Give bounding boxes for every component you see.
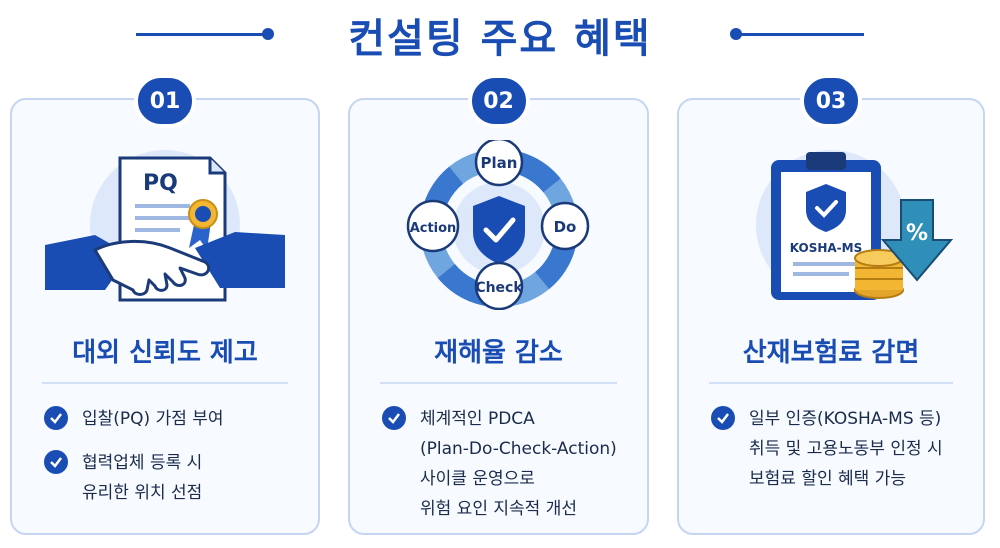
list-item: 일부 인증(KOSHA-MS 등) 취득 및 고용노동부 인정 시 보험료 할인… — [711, 404, 967, 494]
list-item: 입찰(PQ) 가점 부여 — [44, 404, 302, 434]
clipboard-icon: KOSHA-MS — [771, 152, 881, 300]
benefit-list: 체계적인 PDCA (Plan-Do-Check-Action) 사이클 운영으… — [382, 404, 631, 538]
cycle-step-do: Do — [553, 218, 576, 236]
document-handshake-icon: PQ — [45, 156, 285, 302]
list-item-text: 협력업체 등록 시 유리한 위치 선점 — [82, 453, 203, 503]
card-title: 산재보험료 감면 — [742, 338, 920, 368]
header: 컨설팅 주요 혜택 — [0, 0, 1000, 70]
check-icon — [711, 406, 735, 430]
list-item-text: 체계적인 PDCA (Plan-Do-Check-Action) 사이클 운영으… — [420, 409, 617, 519]
cycle-step-plan: Plan — [480, 154, 517, 172]
card-divider — [42, 382, 288, 384]
shield-check-icon — [472, 196, 525, 264]
cycle-step-check: Check — [475, 280, 523, 296]
benefit-card-1: 01 PQ 대외 신뢰도 제고 — [10, 74, 320, 535]
list-item-text: 입찰(PQ) 가점 부여 — [82, 409, 224, 429]
card-divider — [380, 382, 617, 384]
page-title: 컨설팅 주요 혜택 — [348, 16, 652, 62]
list-item: 체계적인 PDCA (Plan-Do-Check-Action) 사이클 운영으… — [382, 404, 631, 524]
card-number-badge: 02 — [467, 74, 530, 128]
check-icon — [44, 406, 68, 430]
handshake-icon — [45, 232, 285, 296]
check-icon — [44, 450, 68, 474]
card-illustration: KOSHA-MS % — [701, 140, 961, 310]
down-arrow-percent-icon: % — [880, 199, 954, 282]
cycle-step-action: Action — [409, 221, 456, 236]
benefit-card-2: 02 Plan Do Check Action 재해율 감소 — [348, 74, 649, 538]
card-number-badge: 03 — [800, 74, 862, 128]
title-decor-line-right — [734, 33, 864, 36]
benefit-card-3: 03 KOSHA-MS — [677, 74, 985, 535]
card-illustration: Plan Do Check Action — [369, 140, 629, 310]
title-decor-dot-left — [262, 28, 274, 40]
clipboard-coins-icon: KOSHA-MS % — [771, 152, 954, 300]
percent-label: % — [906, 221, 928, 246]
check-icon — [382, 406, 406, 430]
card-divider — [709, 382, 953, 384]
doc-label: PQ — [143, 171, 178, 196]
clipboard-label: KOSHA-MS — [790, 241, 863, 255]
list-item-text: 일부 인증(KOSHA-MS 등) 취득 및 고용노동부 인정 시 보험료 할인… — [749, 409, 943, 489]
coins-icon — [854, 249, 904, 299]
benefit-list: 입찰(PQ) 가점 부여 협력업체 등록 시 유리한 위치 선점 — [44, 404, 302, 522]
list-item: 협력업체 등록 시 유리한 위치 선점 — [44, 448, 302, 508]
pdca-cycle-icon: Plan Do Check Action — [406, 140, 589, 310]
award-ribbon-icon — [188, 199, 218, 250]
card-title: 대외 신뢰도 제고 — [72, 338, 258, 368]
title-decor-line-left — [136, 33, 266, 36]
card-number-badge: 01 — [134, 74, 196, 128]
benefit-list: 일부 인증(KOSHA-MS 등) 취득 및 고용노동부 인정 시 보험료 할인… — [711, 404, 967, 508]
card-title: 재해율 감소 — [434, 338, 563, 368]
card-illustration: PQ — [35, 140, 295, 310]
